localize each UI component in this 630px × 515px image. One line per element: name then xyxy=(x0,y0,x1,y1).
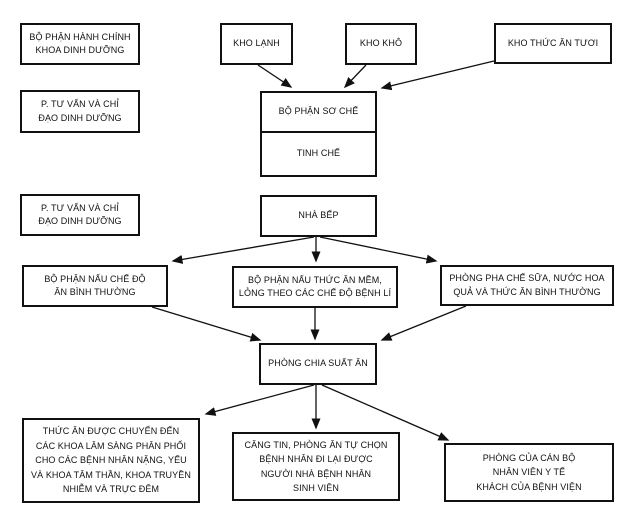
node-label-line: TINH CHẾ xyxy=(296,148,341,159)
node-chuyen-den-khoa: THỨC ĂN ĐƯỢC CHUYỂN ĐẾN CÁC KHOA LÂM SÀN… xyxy=(22,418,200,503)
node-kho-thuc-an-tuoi: KHO THỨC ĂN TƯƠI xyxy=(494,23,612,64)
node-nau-binh-thuong: BỘ PHẬN NẤU CHẾ ĐỘ ĂN BÌNH THƯỜNG xyxy=(22,265,168,307)
node-label-line: PHÒNG CHIA SUẤT ĂN xyxy=(268,358,368,369)
node-label-line: ĂN BÌNH THƯỜNG xyxy=(54,287,136,297)
node-nha-bep: NHÀ BẾP xyxy=(260,195,377,237)
arrow-pha-che-to-chia-suat xyxy=(380,305,467,341)
node-tu-van-2: P. TƯ VẤN VÀ CHỈ ĐẠO DINH DƯỠNG xyxy=(20,194,140,236)
node-label-line: VÀ KHOA TÂM THẦN, KHOA TRUYỀN xyxy=(31,469,191,480)
arrow-nha-bep-to-nau-thuong xyxy=(171,236,315,264)
node-label-line: KHO THỨC ĂN TƯƠI xyxy=(507,37,599,48)
node-label-line: CHO CÁC BỆNH NHÂN NẶNG, YẾU xyxy=(35,455,187,466)
node-label-line: ĐẠO DINH DƯỠNG xyxy=(38,216,122,226)
node-label-line: NHÂN VIÊN Y TẾ xyxy=(492,467,566,478)
node-label-line: SINH VIÊN xyxy=(293,483,339,493)
node-pha-che-sua: PHÒNG PHA CHẾ SỮA, NƯỚC HOA QUẢ VÀ THỨC … xyxy=(440,265,614,306)
node-label-line: BỘ PHẬN SƠ CHẾ xyxy=(278,106,359,117)
node-so-che: BỘ PHẬN SƠ CHẾ xyxy=(260,91,377,133)
arrow-kho-lanh-to-so-che xyxy=(257,64,293,88)
node-nau-mem-long: BỘ PHẬN NẤU THỨC ĂN MỀM, LỎNG THEO CÁC C… xyxy=(232,266,398,308)
arrow-kho-kho-to-so-che xyxy=(343,64,367,89)
node-label-line: NHÀ BẾP xyxy=(298,210,339,221)
node-kho-kho: KHO KHÔ xyxy=(345,23,417,65)
node-phong-can-bo: PHÒNG CỦA CÁN BỘ NHÂN VIÊN Y TẾ KHÁCH CỦ… xyxy=(444,443,614,502)
node-label-line: KHO KHÔ xyxy=(359,38,403,49)
node-hanh-chinh: BỘ PHẬN HÀNH CHÍNH KHOA DINH DƯỠNG xyxy=(20,23,140,65)
node-label-line: P. TƯ VẤN VÀ CHỈ xyxy=(41,99,119,109)
node-label-line: CÁC KHOA LÂM SÀNG PHÂN PHỐI xyxy=(35,440,187,451)
arrow-kho-tuoi-to-so-che xyxy=(380,60,495,91)
node-label-line: PHÒNG CỦA CÁN BỘ xyxy=(482,452,576,463)
node-label-line: LỎNG THEO CÁC CHẾ ĐỘ BỆNH LÍ xyxy=(238,288,392,298)
node-label-line: BỘ PHẬN HÀNH CHÍNH xyxy=(29,31,131,42)
node-tu-van-1: P. TƯ VẤN VÀ CHỈ ĐẠO DINH DƯỠNG xyxy=(20,90,140,133)
node-label-line: P. TƯ VẤN VÀ CHỈ xyxy=(41,202,119,213)
node-label-line: KHÁCH CỦA BỆNH VIỆN xyxy=(476,481,582,492)
node-label-line: NGƯỜI NHÀ BỆNH NHÂN xyxy=(260,468,372,479)
node-cang-tin: CĂNG TIN, PHÒNG ĂN TỰ CHỌN BỆNH NHÂN ĐI … xyxy=(232,432,400,501)
node-label-line: THỨC ĂN ĐƯỢC CHUYỂN ĐẾN xyxy=(42,426,180,437)
node-chia-suat-an: PHÒNG CHIA SUẤT ĂN xyxy=(259,343,377,385)
node-label-line: NHIỄM VÀ TRỰC ĐÊM xyxy=(62,484,160,495)
node-label-line: KHOA DINH DƯỠNG xyxy=(35,45,125,55)
node-label-line: KHO LẠNH xyxy=(233,38,280,49)
node-label-line: BỆNH NHÂN ĐI LẠI ĐƯỢC xyxy=(259,454,373,464)
node-label-line: QUẢ VÀ THỨC ĂN BÌNH THƯỜNG xyxy=(453,286,601,297)
node-label-line: ĐẠO DINH DƯỠNG xyxy=(38,112,122,123)
node-tinh-che: TINH CHẾ xyxy=(260,131,377,177)
arrow-chia-suat-to-chuyen-den xyxy=(204,384,315,416)
arrow-nha-bep-to-pha-che xyxy=(319,236,438,264)
node-label-line: BỘ PHẬN NẤU THỨC ĂN MỀM, xyxy=(248,274,382,285)
arrow-nau-thuong-to-chia-suat xyxy=(151,306,262,342)
node-label-line: CĂNG TIN, PHÒNG ĂN TỰ CHỌN xyxy=(244,439,388,450)
node-label-line: PHÒNG PHA CHẾ SỮA, NƯỚC HOA xyxy=(449,273,605,283)
node-label-line: BỘ PHẬN NẤU CHẾ ĐỘ xyxy=(44,273,146,284)
node-kho-lanh: KHO LẠNH xyxy=(220,23,293,65)
